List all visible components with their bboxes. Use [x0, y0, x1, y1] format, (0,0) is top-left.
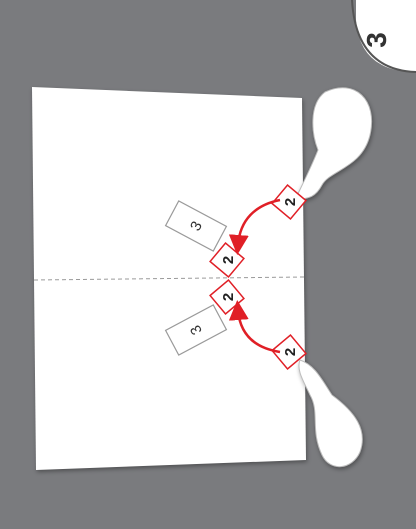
curved-piece-bottom [298, 359, 363, 468]
arrow-bottom [228, 300, 281, 354]
arrow-top [228, 198, 281, 255]
piece-tab-bottom: 2 [271, 334, 307, 370]
curved-piece-top [294, 87, 372, 201]
step-badge: 3 [351, 0, 416, 73]
piece-tab-bottom-label: 2 [282, 348, 299, 356]
piece-tab-top: 2 [271, 184, 307, 220]
fold-line [33, 276, 305, 281]
target-2-top-label: 2 [220, 256, 237, 264]
piece-tab-top-label: 2 [282, 198, 299, 206]
paper-sheet [32, 87, 306, 470]
step-number: 3 [361, 32, 392, 48]
target-2-bottom-label: 2 [220, 293, 237, 301]
